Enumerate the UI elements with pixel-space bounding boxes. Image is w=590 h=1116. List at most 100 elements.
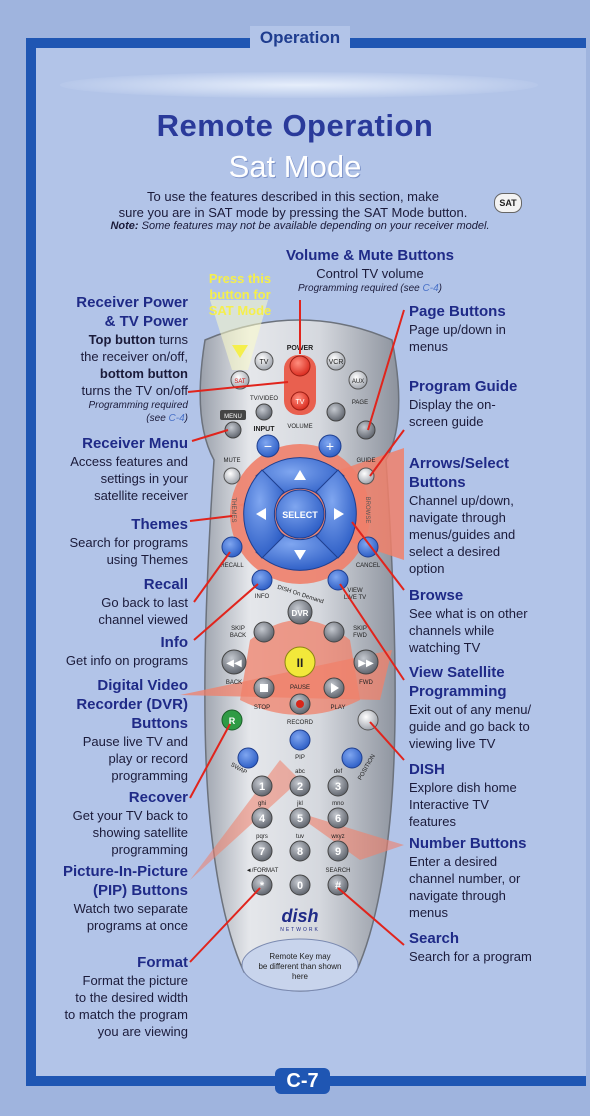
callout-text: play or record [108, 751, 188, 766]
page-down-button[interactable] [356, 420, 376, 440]
volume-down-button[interactable] [256, 434, 280, 458]
bold-text: Top button [88, 332, 156, 347]
callout-arrow [190, 760, 300, 880]
page-up-button[interactable] [326, 402, 346, 422]
callout-text: Search for programs [69, 535, 189, 550]
number-key-sublabel: jkl [296, 801, 303, 807]
volume-up-button[interactable] [318, 434, 342, 458]
view-live-tv-button[interactable] [327, 569, 349, 591]
number-key-label: 4 [259, 813, 266, 825]
rewind-button[interactable] [221, 649, 247, 675]
callout-text: Enter a desired [409, 854, 498, 869]
number-key-sublabel: wxyz [330, 834, 344, 840]
fwd-label: FWD [359, 680, 373, 686]
aux-mode-button[interactable] [348, 370, 368, 390]
callout-text: navigate through [409, 888, 506, 903]
number-key-label: 1 [259, 781, 265, 793]
pip-button[interactable] [289, 729, 311, 751]
leader-line [337, 887, 405, 946]
callout-text: using Themes [106, 552, 188, 567]
callout-text: Explore dish home [409, 780, 517, 795]
receiver-power-button[interactable] [289, 355, 311, 377]
tv-power-button[interactable] [290, 391, 310, 411]
skip-fwd-button[interactable] [323, 621, 345, 643]
number-key-7[interactable] [251, 840, 273, 862]
note-body: Some features may not be available depen… [141, 220, 490, 232]
number-key-2[interactable] [289, 775, 311, 797]
sat-mode-button[interactable] [230, 370, 250, 390]
number-key-3[interactable] [327, 775, 349, 797]
pip-label: PIP [295, 755, 305, 761]
page-ref: C-4 [168, 413, 185, 424]
swap-button[interactable] [237, 747, 259, 769]
number-buttons-callout: Number Buttons Enter a desired channel n… [409, 834, 559, 921]
tv-power-label: TV [296, 399, 305, 406]
number-key-hash[interactable] [327, 874, 349, 896]
skip-back-button[interactable] [253, 621, 275, 643]
volume-mute-callout: Volume & Mute Buttons Control TV volume … [260, 246, 480, 295]
callout-note: Programming required [88, 400, 189, 411]
cancel-button[interactable] [357, 536, 379, 558]
note-text: Programming required (see [298, 283, 420, 294]
callout-text: Go back to last [101, 595, 188, 610]
number-key-9[interactable] [327, 840, 349, 862]
note-close: ) [438, 283, 442, 294]
number-key-5[interactable] [289, 807, 311, 829]
tv-mode-label: TV [260, 359, 269, 366]
callout-heading: Browse [409, 587, 464, 604]
guide-button[interactable] [357, 467, 375, 485]
select-button[interactable] [275, 489, 325, 539]
number-key-8[interactable] [289, 840, 311, 862]
input-label: INPUT [254, 426, 276, 433]
down-arrow-icon [294, 550, 306, 560]
callout-text: Watch two separate [73, 901, 188, 916]
aux-mode-label: AUX [352, 379, 364, 385]
vcr-mode-button[interactable] [326, 351, 346, 371]
callout-text: Control TV volume [316, 266, 424, 281]
note-label: Note: [110, 220, 139, 232]
number-key-6[interactable] [327, 807, 349, 829]
page-ref: C-4 [422, 283, 439, 294]
leader-line [189, 887, 261, 963]
page-label: PAGE [352, 400, 368, 406]
leader-line [367, 309, 405, 431]
section-header: Operation [250, 26, 350, 50]
number-key-label: 9 [335, 846, 341, 858]
pip-callout: Picture-In-Picture (PIP) Buttons Watch t… [40, 862, 188, 934]
number-key-sublabel: tuv [296, 834, 304, 840]
callout-text: showing satellite [92, 825, 188, 840]
number-key-0[interactable] [289, 874, 311, 896]
recall-label: RECALL [220, 563, 244, 569]
callout-heading: Number Buttons [409, 835, 527, 852]
menu-label: MENU [224, 414, 242, 420]
decorative-oval [60, 72, 538, 98]
rewind-icon: ◀◀ [226, 658, 242, 669]
dvr-button[interactable] [287, 599, 313, 625]
callout-text: features [409, 814, 456, 829]
intro-line: sure you are in SAT mode by pressing the… [118, 205, 468, 220]
callout-heading: Buttons [409, 474, 466, 491]
tvvideo-button[interactable] [255, 403, 273, 421]
browse-label: BROWSE [364, 497, 370, 524]
leader-line [339, 583, 405, 681]
note-text: (see [146, 413, 166, 424]
pause-button[interactable] [284, 646, 316, 678]
recall-button[interactable] [221, 536, 243, 558]
callout-heading: Programming [409, 683, 507, 700]
callout-text: menus [409, 905, 449, 920]
intro-line: To use the features described in this se… [147, 189, 439, 204]
tv-mode-button[interactable] [254, 351, 274, 371]
callout-text: Get info on programs [65, 653, 188, 668]
number-key-1[interactable] [251, 775, 273, 797]
fast-forward-button[interactable] [353, 649, 379, 675]
recover-button[interactable] [221, 709, 243, 731]
callout-heading: Format [137, 954, 188, 971]
callout-text: to match the program [64, 1007, 188, 1022]
position-button[interactable] [341, 747, 363, 769]
pause-label: PAUSE [290, 685, 310, 691]
number-key-4[interactable] [251, 807, 273, 829]
mute-button[interactable] [223, 467, 241, 485]
view-live-label: VIEW [347, 588, 363, 594]
volume-label: VOLUME [287, 424, 312, 430]
sat-mode-label: SAT [234, 379, 246, 385]
